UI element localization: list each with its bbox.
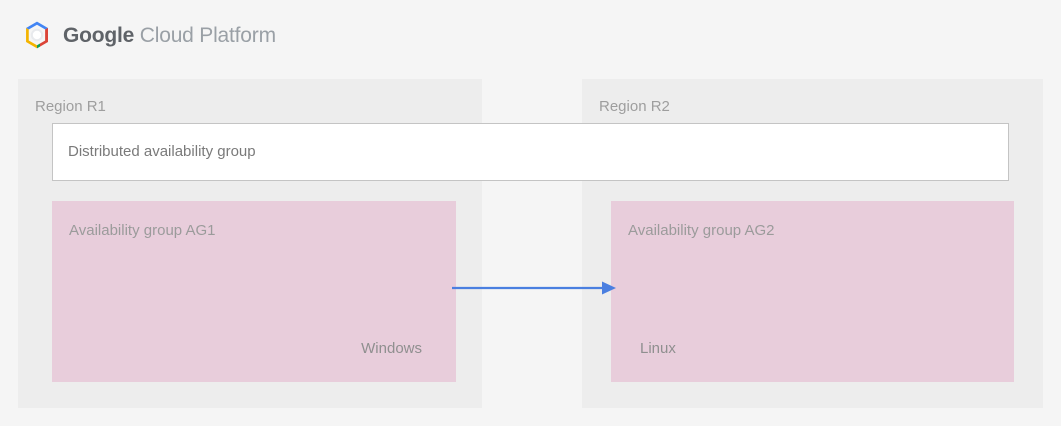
- availability-group-title-ag1: Availability group AG1: [69, 222, 216, 239]
- availability-group-title-ag2: Availability group AG2: [628, 222, 775, 239]
- availability-group-box-ag2: Availability group AG2 Linux: [611, 201, 1014, 382]
- availability-group-box-ag1: Availability group AG1 Windows: [52, 201, 456, 382]
- region-label-r1: Region R1: [35, 98, 106, 115]
- os-label-windows: Windows: [361, 340, 422, 357]
- google-cloud-platform-logo-icon: [26, 21, 48, 49]
- brand-secondary-label: Cloud Platform: [139, 23, 276, 47]
- distributed-availability-group-box: Distributed availability group: [52, 123, 1009, 181]
- brand-lockup: Google Cloud Platform: [22, 18, 276, 52]
- replication-arrow: [452, 278, 618, 298]
- os-label-linux: Linux: [640, 340, 676, 357]
- brand-text: Google Cloud Platform: [63, 25, 276, 46]
- header-band: Google Cloud Platform: [0, 0, 1061, 68]
- distributed-availability-group-label: Distributed availability group: [68, 143, 256, 160]
- brand-primary-text: Google: [63, 23, 135, 47]
- arrow-right-icon: [452, 281, 616, 295]
- region-label-r2: Region R2: [599, 98, 670, 115]
